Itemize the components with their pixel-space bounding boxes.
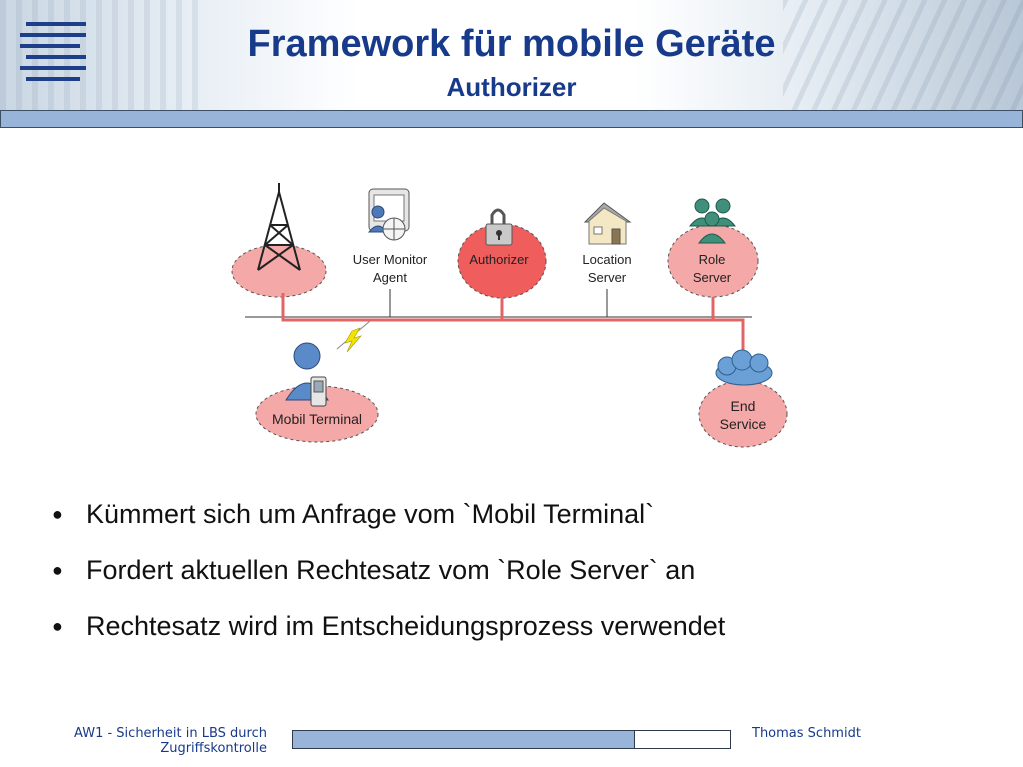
antenna-node xyxy=(231,244,327,298)
mobile-user-icon xyxy=(285,342,329,407)
lightning-icon xyxy=(344,327,362,353)
slide-header: Framework für mobile Geräte Authorizer xyxy=(0,0,1023,110)
label-location-1: Location xyxy=(582,252,631,267)
label-authorizer: Authorizer xyxy=(469,252,529,267)
bullet-item: ● Kümmert sich um Anfrage vom `Mobil Term… xyxy=(48,486,725,542)
bullet-list: ● Kümmert sich um Anfrage vom `Mobil Term… xyxy=(48,486,725,654)
role-server-node xyxy=(667,224,759,298)
slide-subtitle: Authorizer xyxy=(446,72,577,102)
label-location-2: Server xyxy=(588,270,627,285)
bullet-dot: ● xyxy=(52,504,63,524)
label-end-service-2: Service xyxy=(720,416,767,432)
label-user-monitor-1: User Monitor xyxy=(353,252,428,267)
label-end-service-1: End xyxy=(731,398,756,414)
logo-icon xyxy=(20,18,90,84)
footer-course-line1: AW1 - Sicherheit in LBS durch xyxy=(74,726,267,741)
cloud-icon xyxy=(715,349,773,386)
bullet-item: ● Fordert aktuellen Rechtesatz vom `Role … xyxy=(48,542,725,598)
house-icon xyxy=(583,202,632,245)
footer-author: Thomas Schmidt xyxy=(752,726,861,741)
bullet-item: ● Rechtesatz wird im Entscheidungsprozess… xyxy=(48,598,725,654)
bullet-text: Rechtesatz wird im Entscheidungsprozess … xyxy=(86,611,726,641)
antenna-tower-icon xyxy=(257,183,301,271)
label-user-monitor-2: Agent xyxy=(373,270,407,285)
end-service-node xyxy=(698,380,788,448)
slide-title: Framework für mobile Geräte xyxy=(247,23,776,65)
label-mobil-terminal: Mobil Terminal xyxy=(272,411,362,427)
user-group-icon xyxy=(688,198,737,244)
label-role-1: Role xyxy=(699,252,726,267)
footer-course: AW1 - Sicherheit in LBS durch Zugriffsko… xyxy=(26,726,267,756)
label-role-2: Server xyxy=(693,270,732,285)
authorizer-node xyxy=(457,223,547,299)
bullet-text: Kümmert sich um Anfrage vom `Mobil Termi… xyxy=(86,499,655,529)
header-building-right xyxy=(783,0,1023,110)
footer-course-line2: Zugriffskontrolle xyxy=(160,741,267,756)
lock-icon xyxy=(485,208,513,246)
monitor-agent-icon xyxy=(367,188,410,241)
slide-progress-bar xyxy=(292,730,731,749)
bullet-text: Fordert aktuellen Rechtesatz vom `Role S… xyxy=(86,555,696,585)
slide-progress-fill xyxy=(293,731,635,748)
bullet-dot: ● xyxy=(52,560,63,580)
bullet-dot: ● xyxy=(52,616,63,636)
